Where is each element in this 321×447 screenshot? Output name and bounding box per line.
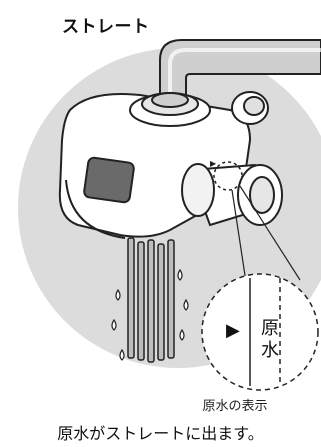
side-knob — [232, 92, 268, 124]
mode-ring-marks: ▶ — [210, 159, 217, 168]
top-ring — [130, 93, 210, 126]
mode-char-1: 原 — [260, 318, 280, 340]
zoom-label: 原水の表示 — [150, 395, 320, 414]
mode-title: ストレート — [62, 12, 150, 37]
switch-cylinder — [182, 164, 282, 225]
caption: 原水がストレートに出ます。 — [0, 420, 321, 444]
mode-indicator-text: 原 水 — [260, 318, 280, 362]
arrow-marker-icon: ▶ — [226, 320, 240, 341]
display-window — [83, 157, 134, 203]
mode-char-2: 水 — [260, 340, 280, 362]
svg-text:▶: ▶ — [210, 159, 217, 168]
